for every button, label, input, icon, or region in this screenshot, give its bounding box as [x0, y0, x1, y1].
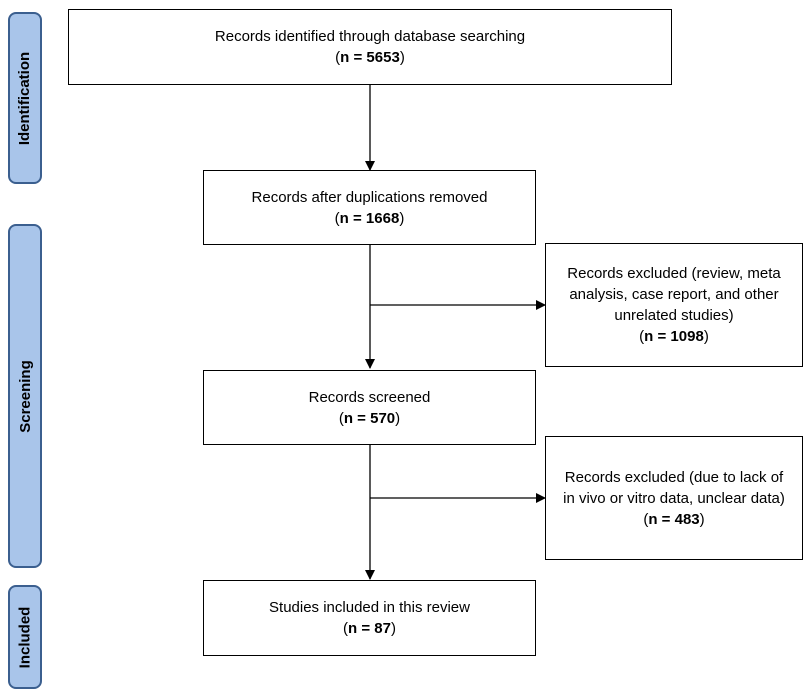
box-records-screened: Records screened (n = 570) [203, 370, 536, 445]
box-studies-included: Studies included in this review (n = 87) [203, 580, 536, 656]
box-records-excluded-1: Records excluded (review, meta analysis,… [545, 243, 803, 367]
box-records-dedup: Records after duplications removed (n = … [203, 170, 536, 245]
records-identified-label: Records identified through database sear… [214, 28, 526, 45]
phase-included: Included [8, 585, 42, 689]
box-records-identified: Records identified through database sear… [68, 9, 672, 85]
studies-included-label: Studies included in this review [269, 599, 470, 616]
studies-included-count: n = 87 [348, 620, 391, 637]
excluded2-line-2: in vivo or vitro data, unclear data) [563, 489, 785, 507]
excluded1-line-1: Records excluded (review, meta [567, 265, 781, 282]
box-records-excluded-2: Records excluded (due to lack of in vivo… [545, 436, 803, 560]
phase-identification: Identification [8, 12, 42, 184]
records-screened-label: Records screened [308, 388, 431, 406]
excluded2-line-1: Records excluded (due to lack of [564, 468, 784, 486]
excluded1-line-3: unrelated studies) [614, 307, 734, 324]
excluded2-count: n = 483 [648, 510, 700, 528]
records-screened-count: n = 570 [343, 409, 396, 427]
records-dedup-label: Records after duplications removed [251, 188, 488, 206]
phase-screening: Screening [8, 224, 42, 568]
records-identified-count: n = 5653 [340, 49, 400, 66]
records-dedup-count: n = 1668 [339, 209, 400, 227]
excluded1-line-2: analysis, case report, and other [569, 286, 779, 303]
excluded1-count: n = 1098 [644, 328, 704, 345]
